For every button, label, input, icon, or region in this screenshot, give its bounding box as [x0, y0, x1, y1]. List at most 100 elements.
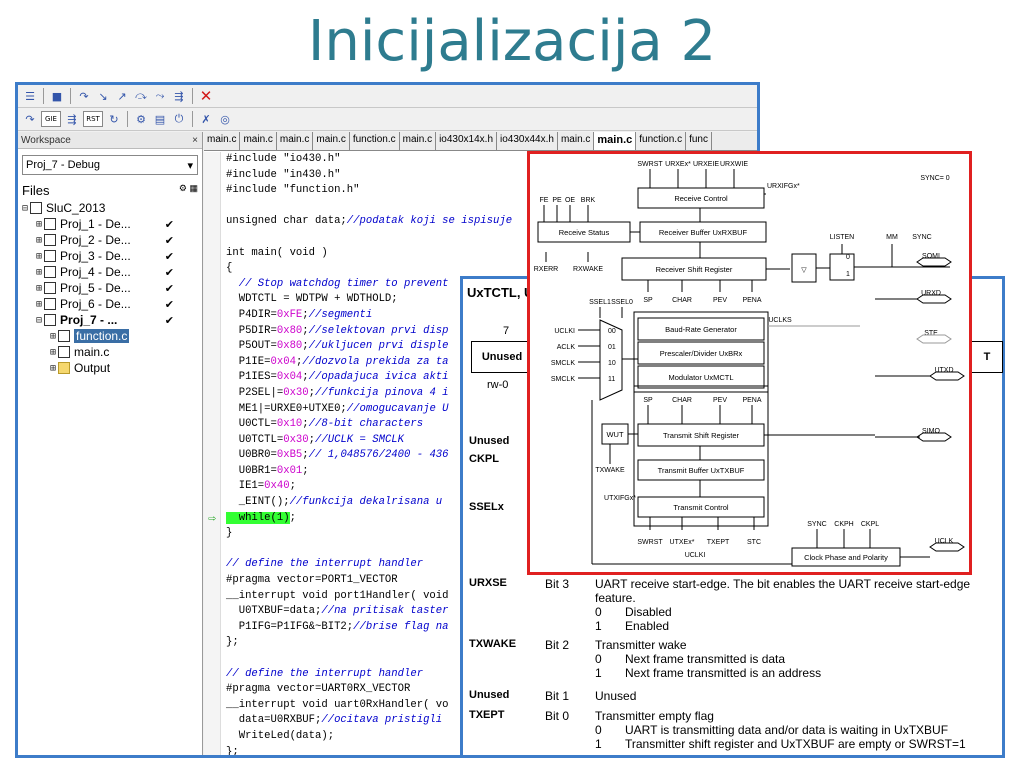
expand-icon[interactable]: ⊞ [36, 282, 43, 294]
gie-icon[interactable]: GIE [41, 111, 61, 127]
tree-item[interactable]: ⊞function.c [22, 328, 202, 344]
rx-param-label: PEV [713, 297, 727, 304]
memory-icon[interactable]: ▤ [154, 112, 166, 126]
code-line[interactable]: U0TCTL=0x30;//UCLK = SMCLK [226, 433, 757, 449]
editor-tab[interactable]: io430x44x.h [497, 132, 558, 150]
toggle-breakpoint-icon[interactable]: ☰ [25, 89, 35, 103]
code-line[interactable]: _EINT();//funkcija dekalrisana u [226, 495, 757, 511]
code-line[interactable]: } [226, 526, 757, 542]
reset-icon[interactable]: RST [83, 111, 103, 127]
tree-item[interactable]: ⊞Proj_4 - De...✔ [22, 264, 202, 280]
watch-icon[interactable]: ◎ [220, 112, 230, 126]
step-over-icon[interactable]: ↷ [79, 89, 89, 103]
editor-tab[interactable]: io430x14x.h [436, 132, 498, 150]
collapse-icon[interactable]: ⊟ [36, 314, 43, 326]
settings-icon[interactable]: ⚙ [136, 112, 146, 126]
column-options-icon[interactable]: ⚙ ▦ [178, 183, 198, 193]
tree-item[interactable]: ⊞Proj_3 - De...✔ [22, 248, 202, 264]
stop-debugging-icon[interactable]: ✕ [199, 87, 213, 105]
code-line[interactable]: IE1=0x40; [226, 479, 757, 495]
run-to-cursor-icon[interactable]: ⤳ [155, 89, 165, 102]
expand-icon[interactable]: ⊞ [36, 234, 43, 246]
step-into-icon[interactable]: ↘ [98, 89, 108, 103]
editor-tab[interactable]: main.c [594, 132, 637, 150]
code-line[interactable]: __interrupt void uart0RxHandler( vo [226, 698, 757, 714]
expand-icon[interactable]: ⊞ [36, 298, 43, 310]
rx-param-label: CHAR [672, 297, 692, 304]
code-line[interactable]: P4DIR=0xFE;//segmenti [226, 308, 757, 324]
step-icon[interactable]: ↷ [25, 112, 35, 126]
code-line[interactable]: P5OUT=0x80;//ukljucen prvi disple [226, 339, 757, 355]
editor-tab[interactable]: main.c [240, 132, 277, 150]
code-token: // 1,048576/2400 - 436 [308, 449, 449, 462]
go-debug-icon[interactable]: ⇶ [67, 112, 77, 126]
code-line[interactable]: WriteLed(data); [226, 729, 757, 745]
code-line[interactable]: U0CTL=0x10;//8-bit characters [226, 417, 757, 433]
expand-icon[interactable]: ⊞ [36, 218, 43, 230]
code-line[interactable]: #include "io430.h" [226, 152, 757, 168]
code-line[interactable]: int main( void ) [226, 246, 757, 262]
code-line[interactable]: U0TXBUF=data;//na pritisak taster [226, 604, 757, 620]
code-line[interactable]: P1IFG=P1IFG&~BIT2;//brise flag na [226, 620, 757, 636]
code-line[interactable]: #include "in430.h" [226, 168, 757, 184]
editor-tab[interactable]: main.c [558, 132, 595, 150]
expand-icon[interactable]: ⊞ [50, 346, 57, 358]
toolbar-debug: ↷ GIE ⇶ RST ↻ ⚙ ▤ ⏻ ✗ ◎ [18, 108, 757, 131]
collapse-icon[interactable]: ⊟ [22, 202, 29, 214]
editor-tab[interactable]: function.c [350, 132, 400, 150]
editor-tab[interactable]: func [686, 132, 712, 150]
code-area[interactable]: #include "io430.h"#include "in430.h"#inc… [204, 152, 757, 755]
editor-tab[interactable]: main.c [204, 132, 241, 150]
code-line[interactable]: P1IE=0x04;//dozvola prekida za ta [226, 355, 757, 371]
modulator-label: Modulator UxMCTL [668, 373, 733, 382]
code-line[interactable]: }; [226, 635, 757, 651]
code-line[interactable]: U0BR0=0xB5;// 1,048576/2400 - 436 [226, 448, 757, 464]
code-line[interactable]: }; [226, 745, 757, 755]
refresh-icon[interactable]: ↻ [109, 112, 119, 126]
stop-icon[interactable]: ■ [51, 89, 63, 103]
code-line[interactable]: ⇨ while(1); [208, 511, 757, 527]
tree-item[interactable]: ⊟SluC_2013 [22, 200, 202, 216]
code-line[interactable]: { [226, 261, 757, 277]
expand-icon[interactable]: ⊞ [50, 362, 57, 374]
editor-tab[interactable]: function.c [636, 132, 687, 150]
configuration-select[interactable]: Proj_7 - Debug ▾ [22, 155, 198, 175]
code-line[interactable]: data=U0RXBUF;//ocitava pristigli [226, 713, 757, 729]
tree-item[interactable]: ⊞Proj_1 - De...✔ [22, 216, 202, 232]
editor-tab[interactable]: main.c [277, 132, 314, 150]
tree-item[interactable]: ⊞main.c [22, 344, 202, 360]
expand-icon[interactable]: ⊞ [36, 266, 43, 278]
code-line[interactable]: P2SEL|=0x30;//funkcija pinova 4 i [226, 386, 757, 402]
expand-icon[interactable]: ⊞ [50, 330, 57, 342]
pin-shape [929, 371, 965, 381]
code-line[interactable]: P5DIR=0x80;//selektovan prvi disp [226, 324, 757, 340]
toolbar-main: ☰ ■ ↷ ↘ ↗ ⤼ ⤳ ⇶ ✕ [18, 85, 757, 108]
editor-tab[interactable]: main.c [400, 132, 437, 150]
code-line[interactable]: U0BR1=0x01; [226, 464, 757, 480]
clear-icon[interactable]: ✗ [201, 112, 211, 126]
go-icon[interactable]: ⇶ [174, 89, 184, 103]
next-statement-icon[interactable]: ⤼ [135, 89, 147, 102]
tree-item[interactable]: ⊞Proj_6 - De...✔ [22, 296, 202, 312]
code-line[interactable]: unsigned char data;//podatak koji se isp… [226, 214, 757, 230]
tree-item[interactable]: ⊞Proj_5 - De...✔ [22, 280, 202, 296]
tree-item[interactable]: ⊞Output [22, 360, 202, 376]
tree-item[interactable]: ⊟Proj_7 - ...✔ [22, 312, 202, 328]
code-line[interactable]: // define the interrupt handler [226, 557, 757, 573]
code-line[interactable]: WDTCTL = WDTPW + WDTHOLD; [226, 292, 757, 308]
code-line[interactable]: // Stop watchdog timer to prevent [226, 277, 757, 293]
code-line[interactable]: #pragma vector=UART0RX_VECTOR [226, 682, 757, 698]
tree-item[interactable]: ⊞Proj_2 - De...✔ [22, 232, 202, 248]
code-line[interactable]: P1IES=0x04;//opadajuca ivica akti [226, 370, 757, 386]
code-line[interactable]: __interrupt void port1Handler( void [226, 589, 757, 605]
close-icon[interactable]: × [192, 134, 198, 146]
expand-icon[interactable]: ⊞ [36, 250, 43, 262]
step-out-icon[interactable]: ↗ [117, 89, 127, 103]
editor-tab[interactable]: main.c [313, 132, 350, 150]
code-line[interactable]: // define the interrupt handler [226, 667, 757, 683]
editor-gutter[interactable] [204, 152, 221, 755]
power-icon[interactable]: ⏻ [174, 112, 184, 125]
code-line[interactable]: #pragma vector=PORT1_VECTOR [226, 573, 757, 589]
code-line[interactable]: #include "function.h" [226, 183, 757, 199]
code-line[interactable]: ME1|=URXE0+UTXE0;//omogucavanje U [226, 402, 757, 418]
